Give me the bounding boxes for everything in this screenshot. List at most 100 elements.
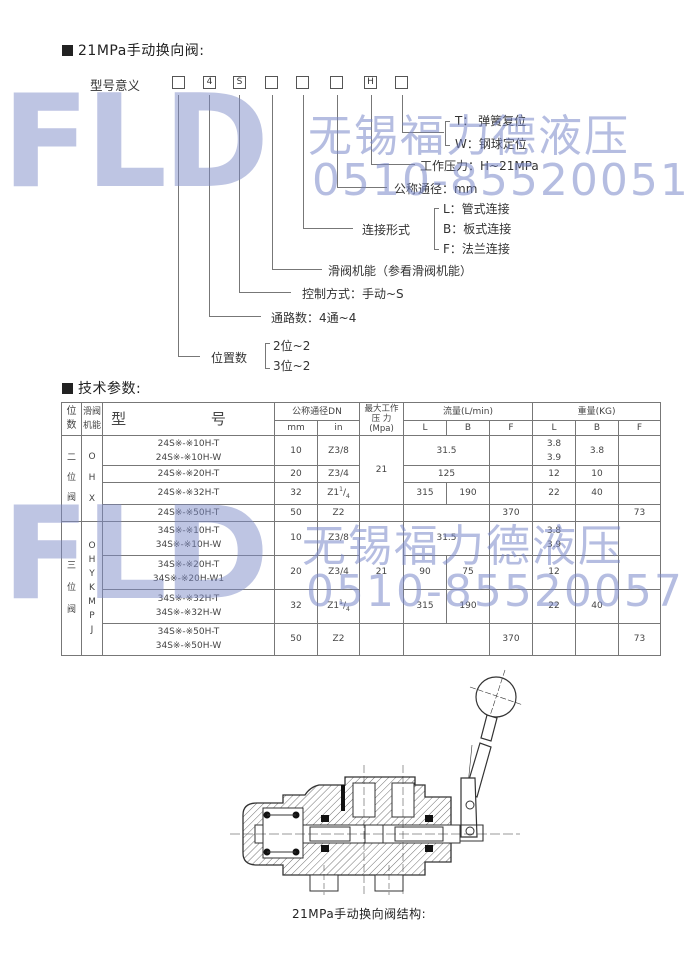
model-cell: 24S※-※20H-T [102,465,275,483]
weight-b-cell: 3.8 [575,435,620,466]
watermark-company-top: 无锡福力德液压 [308,111,630,162]
weight-f-cell [618,588,662,624]
mm-cell: 10 [274,520,318,556]
legend-spool: 滑阀机能（参看滑阀机能） [328,264,473,278]
bracket [265,343,270,369]
model-cell: 24S※-※50H-T [102,503,275,522]
flow-f-cell [489,435,534,466]
weight-f-cell: 73 [618,503,662,522]
in-cell: Z3/8 [316,435,361,466]
weight-b-cell [575,622,620,656]
section-title-text: 技术参数: [78,381,142,397]
header-weight-f: F [618,420,662,436]
in-cell: Z3/4 [316,465,361,483]
header-flow-l: L [403,420,448,436]
header-weight-l: L [532,420,577,436]
leader-line [402,132,444,133]
leader-line [178,356,200,357]
legend-nominal: 公称通径：mm [394,182,478,196]
header-in: in [316,420,361,436]
flow-l-cell: 315 [403,588,448,624]
weight-l-cell [532,503,577,522]
weight-b-cell [575,520,620,556]
handle-knob-icon [456,669,524,842]
weight-l-cell [532,622,577,656]
legend-ways: 通路数：4通~4 [271,311,357,325]
weight-f-cell: 73 [618,622,662,656]
flow-f-cell [489,588,534,624]
legend-connection-l: L：管式连接 [443,202,510,216]
section-title-text: 21MPa手动换向阀: [78,43,205,59]
pressure-cell [359,503,405,522]
in-cell: Z2 [316,503,361,522]
weight-b-cell: 40 [575,482,620,505]
flow-lb-cell [403,503,491,522]
weight-b-cell: 40 [575,588,620,624]
flow-f-cell [489,465,534,483]
flow-b-cell: 190 [446,588,491,624]
header-dn: 公称通径DN [273,402,361,421]
section-title-valve: 21MPa手动换向阀: [62,40,205,60]
legend-control: 控制方式：手动~S [302,287,404,301]
flow-b-cell: 190 [446,482,491,505]
legend-positions-3: 3位~2 [273,359,311,373]
header-pressure: 最大工作压 力(Mpa) [359,402,405,436]
code-box-4 [265,76,278,89]
legend-connection-b: B：板式连接 [443,222,512,236]
code-box-8 [395,76,408,89]
legend-positions-2: 2位~2 [273,339,311,353]
model-cell: 24S※-※32H-T [102,482,275,505]
pressure-cell: 21 [359,520,405,624]
bracket [445,121,450,146]
weight-b-cell: 10 [575,465,620,483]
leader-line [272,95,273,270]
flow-f-cell [489,554,534,590]
legend-positions-label: 位置数 [211,351,248,365]
header-pos: 位数 [61,402,82,436]
bullet-square-icon [62,383,73,394]
weight-l-cell: 12 [532,554,577,590]
leader-line [371,164,415,165]
weight-f-cell [618,482,662,505]
weight-l-cell: 22 [532,588,577,624]
flow-f-cell [489,520,534,556]
two-pos-label: 二位阀 [61,435,82,522]
table-header-row: 位数 滑阀机能 型 号 公称通径DN 最大工作压 力(Mpa) 流量(L/min… [61,402,662,436]
flow-lb-cell: 31.5 [403,435,491,466]
code-box-5 [296,76,309,89]
bracket [434,208,439,250]
flow-lb-cell: 31.5 [403,520,491,556]
mm-cell: 10 [274,435,318,466]
header-flow: 流量(L/min) [403,402,534,421]
code-box-ways: 4 [203,76,216,89]
table-subheader-row: mm in L B F L B F [62,420,662,436]
table-row: 24S※-※20H-T 20 Z3/4 125 12 10 [62,465,662,483]
weight-b-cell [575,503,620,522]
header-spool: 滑阀机能 [81,402,103,436]
header-mm: mm [274,420,318,436]
legend-return-t: T： 弹簧复位 [455,114,527,128]
code-box-1 [172,76,185,89]
leader-line [303,95,304,229]
flow-l-cell: 315 [403,482,448,505]
model-meaning-label: 型号意义 [90,78,141,93]
mm-cell: 20 [274,465,318,483]
weight-l-cell: 12 [532,465,577,483]
weight-f-cell [618,435,662,466]
legend-pressure: 工作压力：H~21MPa [420,159,539,173]
watermark-logo-top: FLD [2,68,269,217]
table-row: 24S※-※50H-T 50 Z2 370 73 [62,503,662,522]
code-box-pressure: H [364,76,377,89]
in-cell: Z3/8 [316,520,361,556]
weight-f-cell [618,465,662,483]
leader-line [337,95,338,188]
legend-connection-f: F：法兰连接 [443,242,510,256]
header-model: 型 号 [102,402,275,436]
